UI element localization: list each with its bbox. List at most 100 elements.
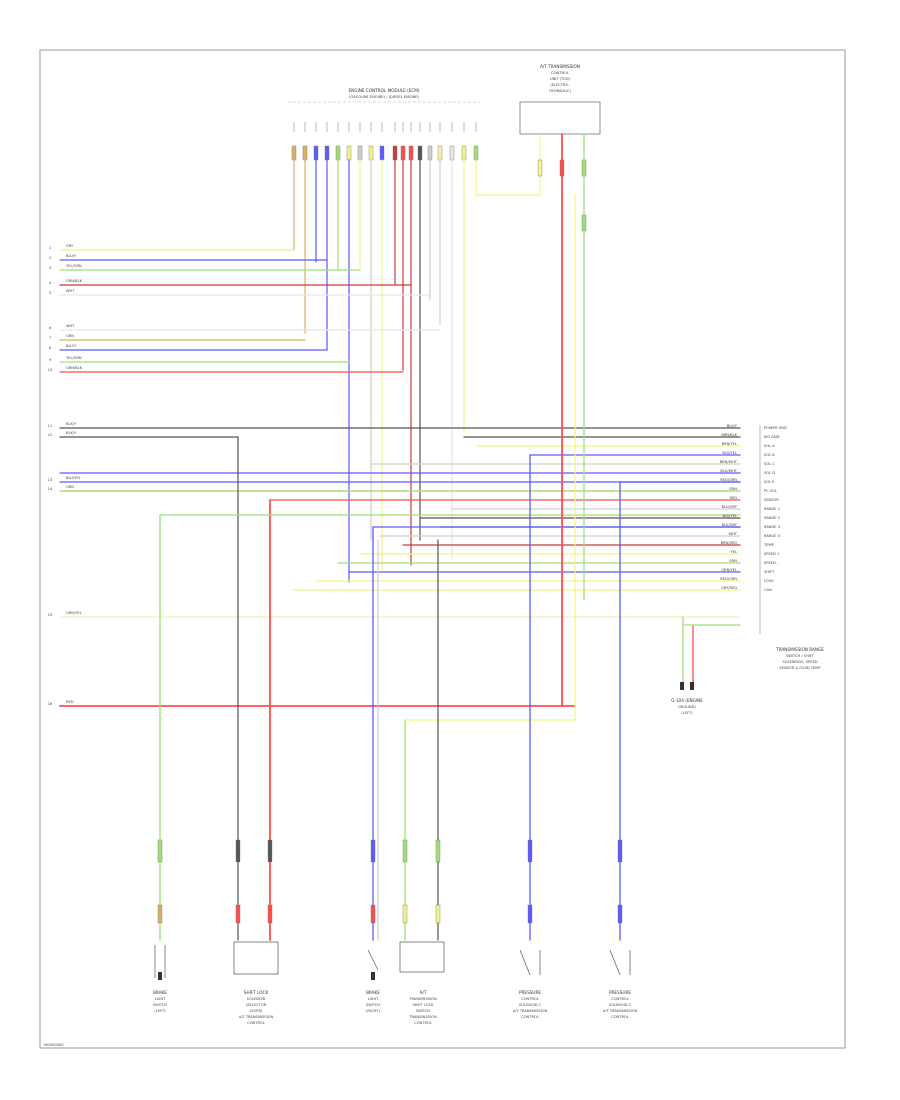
right-terminal-label: SPEED -	[764, 561, 779, 565]
ground-line3: (LEFT)	[681, 711, 693, 715]
bottom-component-label: CONTROL	[247, 1021, 265, 1025]
right-terminal-label: SOL D	[764, 471, 775, 475]
right-wire-code: GRY/RED	[721, 586, 737, 590]
bottom-component-label: A/T TRANSMISSION	[603, 1009, 638, 1013]
tcm-pin	[537, 159, 543, 177]
right-terminal-label: SPEED +	[764, 552, 780, 556]
tcm-line5: HYDRAULIC)	[549, 89, 572, 93]
left-pin-number: 16	[48, 702, 53, 706]
right-wire-code: RED/GRN	[720, 577, 737, 581]
shift-lock-switch-box	[399, 941, 445, 973]
left-pin-number: 3	[49, 266, 51, 270]
ecm-connector-pin	[335, 145, 341, 161]
tcm-splice	[581, 214, 587, 232]
bottom-component-label: LIGHT	[368, 997, 380, 1001]
bottom-component-label: SWITCH	[153, 1003, 167, 1007]
bottom-component-label: LEVER)	[250, 1009, 263, 1013]
ecm-connector-pin	[313, 145, 319, 161]
left-pin-number: 13	[48, 478, 53, 482]
right-wire-code: WHT	[729, 532, 738, 536]
brake-switch-left-terminal	[158, 972, 162, 980]
bottom-component-label: SWITCH	[416, 1009, 430, 1013]
bottom-component-label: SOLENOID 2	[609, 1003, 631, 1007]
ground-g104: G-104 (ENGINE GROUND) (LEFT)	[671, 682, 703, 715]
right-terminal-label: SIG GND	[764, 435, 780, 439]
right-terminal-label: PC SOL	[764, 489, 777, 493]
ground-line1: G-104 (ENGINE	[671, 698, 703, 703]
bottom-connector-upper	[370, 839, 376, 863]
left-wire-code: YEL/GRN	[66, 356, 82, 360]
tcm-pin	[559, 159, 565, 177]
right-connector-line1: TRANSMISSION RANGE	[775, 647, 824, 652]
left-pin-number: 11	[48, 424, 53, 428]
ecm-title-line1: ENGINE CONTROL MODULE (ECM)	[348, 88, 419, 93]
ground-line2: GROUND)	[678, 705, 696, 709]
left-wire-code: WHT	[66, 289, 75, 293]
ecm-connector-pin	[437, 145, 443, 161]
right-wire-code: BLU/YEL	[722, 451, 737, 455]
ecm-connector-pin	[461, 145, 467, 161]
bottom-component-label: PRESSURE	[519, 990, 541, 995]
left-wire-code: RED	[66, 700, 74, 704]
right-wire-code: GRN	[729, 559, 737, 563]
right-connector-line2: SWITCH / SHIFT	[786, 654, 815, 658]
bottom-connector-upper	[235, 839, 241, 863]
right-connector-line3: SOLENOIDS, SPEED	[782, 660, 817, 664]
ecm-connector-pin	[324, 145, 330, 161]
left-wire-code: BLK/Y	[66, 431, 77, 435]
ecm-connector-pin	[291, 145, 297, 161]
left-pin-number: 15	[48, 613, 53, 617]
right-wire-code: BLU/GRY	[722, 505, 738, 509]
bottom-connector-lower	[527, 904, 533, 924]
ecm-connector-pin	[346, 145, 352, 161]
pressure-solenoid-symbol	[519, 949, 531, 976]
brake-switch-right-symbol	[367, 949, 379, 971]
tcm-line2: CONTROL	[551, 71, 569, 75]
right-wire-code: BLU/WHT	[720, 469, 737, 473]
right-terminal-label: LOCK	[764, 579, 774, 583]
right-wire-code: GRN/YEL	[721, 568, 737, 572]
footer-code: W0000000	[44, 1043, 64, 1047]
right-wire-code: BRN/WHT	[720, 460, 738, 464]
left-pin-number: 5	[49, 291, 51, 295]
bottom-connector-lower	[235, 904, 241, 924]
left-wire-code: BLU/Y	[66, 344, 77, 348]
left-pin-number: 9	[49, 358, 52, 362]
right-terminal-label: SOL B	[764, 453, 775, 457]
ground-terminal-1	[680, 682, 684, 690]
right-terminal-label: POWER GND	[764, 426, 787, 430]
right-wire-code: YEL	[731, 550, 737, 554]
ecm-connector-pin	[427, 145, 433, 161]
bottom-component-label: TRANSMISSION	[408, 997, 437, 1001]
left-wire-code: GRN/BLK	[66, 279, 83, 283]
bottom-connector-upper	[435, 839, 441, 863]
bottom-connector-upper	[617, 839, 623, 863]
left-wire-labels: GRY1BLU/Y2YEL/GRN3GRN/BLK4WHT5WHT6GRN7BL…	[48, 244, 83, 706]
bottom-component-label: SHIFT LOCK	[413, 1003, 435, 1007]
left-pin-number: 2	[49, 256, 51, 260]
tcm-module: A/T TRANSMISSION CONTROL UNIT (TCM) (ELE…	[519, 64, 601, 135]
ground-terminal-2	[690, 682, 694, 690]
brake-switch-right-terminal	[371, 972, 375, 980]
bottom-connector-lower	[370, 904, 376, 924]
bottom-connector-lower	[617, 904, 623, 924]
left-pin-number: 6	[49, 326, 52, 330]
tcm-line4: (ELECTRO-	[550, 83, 570, 87]
bottom-component-label: (RIGHT)	[366, 1009, 381, 1013]
bottom-component-label: SWITCH	[366, 1003, 380, 1007]
left-wire-code: GRN	[66, 485, 74, 489]
right-wire-code: BLK/YEL	[722, 514, 737, 518]
right-terminal-label: RANGE 2	[764, 516, 780, 520]
tcm-line3: UNIT (TCM)	[550, 77, 571, 81]
bottom-component-label: TRANSMISSION	[408, 1015, 437, 1019]
bottom-component-label: LIGHT	[155, 997, 167, 1001]
right-wire-code: BLK/GRY	[722, 523, 738, 527]
left-wire-code: WHT	[66, 324, 75, 328]
right-connector-line4: SENSOR & FLUID TEMP	[779, 666, 821, 670]
bottom-component-label: (SELECTOR	[246, 1003, 267, 1007]
tcm-pin	[581, 159, 587, 177]
bottom-component-label: A/T TRANSMISSION	[239, 1015, 274, 1019]
